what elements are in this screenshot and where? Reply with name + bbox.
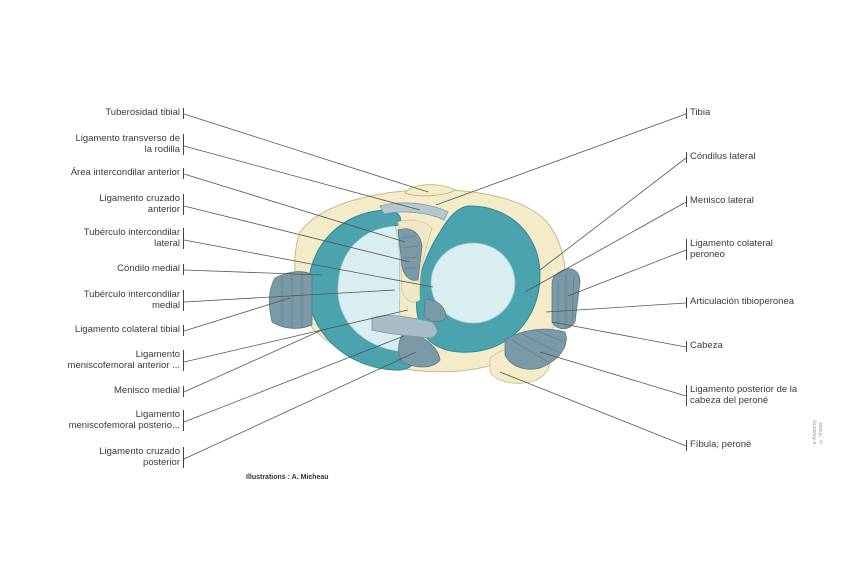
label-cabeza: Cabeza bbox=[686, 340, 723, 352]
label-tibia: Tibia bbox=[686, 107, 710, 119]
label-fibula-perone: Fíbula; peroné bbox=[686, 439, 751, 451]
meniscofemoral-anterior bbox=[423, 299, 447, 322]
posterior-fibular-ligament bbox=[504, 328, 567, 370]
label-articulacion-tibioperonea: Articulación tibioperonea bbox=[686, 296, 794, 308]
label-ligamento-posterior-cabeza-perone: Ligamento posterior de la cabeza del per… bbox=[686, 384, 797, 406]
label-menisco-medial: Menisco medial bbox=[114, 385, 184, 397]
label-ligamento-cruzado-anterior: Ligamento cruzado anterior bbox=[99, 193, 184, 215]
label-ligamento-colateral-tibial: Ligamento colateral tibial bbox=[75, 324, 184, 336]
leader-lines bbox=[183, 113, 687, 460]
label-menisco-lateral: Menisco lateral bbox=[686, 195, 754, 207]
label-area-intercondilar-anterior: Área intercondilar anterior bbox=[71, 167, 184, 179]
label-tuberculo-intercondilar-lateral: Tubérculo intercondilar lateral bbox=[84, 227, 184, 249]
label-condilo-medial: Cóndilo medial bbox=[117, 263, 184, 275]
vertical-credit: e-Anatomy © Imaios bbox=[812, 420, 824, 445]
label-ligamento-meniscofemoral-posterior: Ligamento meniscofemoral posterio... bbox=[69, 409, 184, 431]
label-condilus-lateral: Cóndilus lateral bbox=[686, 151, 755, 163]
tibial-tuberosity bbox=[404, 184, 457, 197]
acl-fibers bbox=[401, 235, 419, 269]
tcl-fibers bbox=[281, 272, 303, 328]
pfl-fibers bbox=[511, 329, 565, 363]
tibial-collateral-ligament bbox=[268, 271, 313, 329]
illustration-credit: Illustrations : A. Micheau bbox=[246, 474, 329, 481]
label-tuberosidad-tibial: Tuberosidad tibial bbox=[105, 107, 184, 119]
posterior-cruciate-ligament bbox=[398, 329, 441, 368]
fcl-fibers bbox=[557, 274, 575, 328]
label-ligamento-transverso: Ligamento transverso de la rodilla bbox=[75, 133, 184, 155]
label-ligamento-colateral-peroneo: Ligamento colateral peroneo bbox=[686, 238, 773, 260]
transverse-ligament bbox=[379, 202, 449, 221]
meniscofemoral-posterior bbox=[371, 315, 438, 339]
lateral-condyle-cartilage bbox=[430, 242, 516, 324]
label-ligamento-cruzado-posterior: Ligamento cruzado posterior bbox=[99, 446, 184, 468]
label-ligamento-meniscofemoral-anterior: Ligamento meniscofemoral anterior ... bbox=[68, 349, 184, 371]
label-tuberculo-intercondilar-medial: Tubérculo intercondilar medial bbox=[84, 289, 184, 311]
